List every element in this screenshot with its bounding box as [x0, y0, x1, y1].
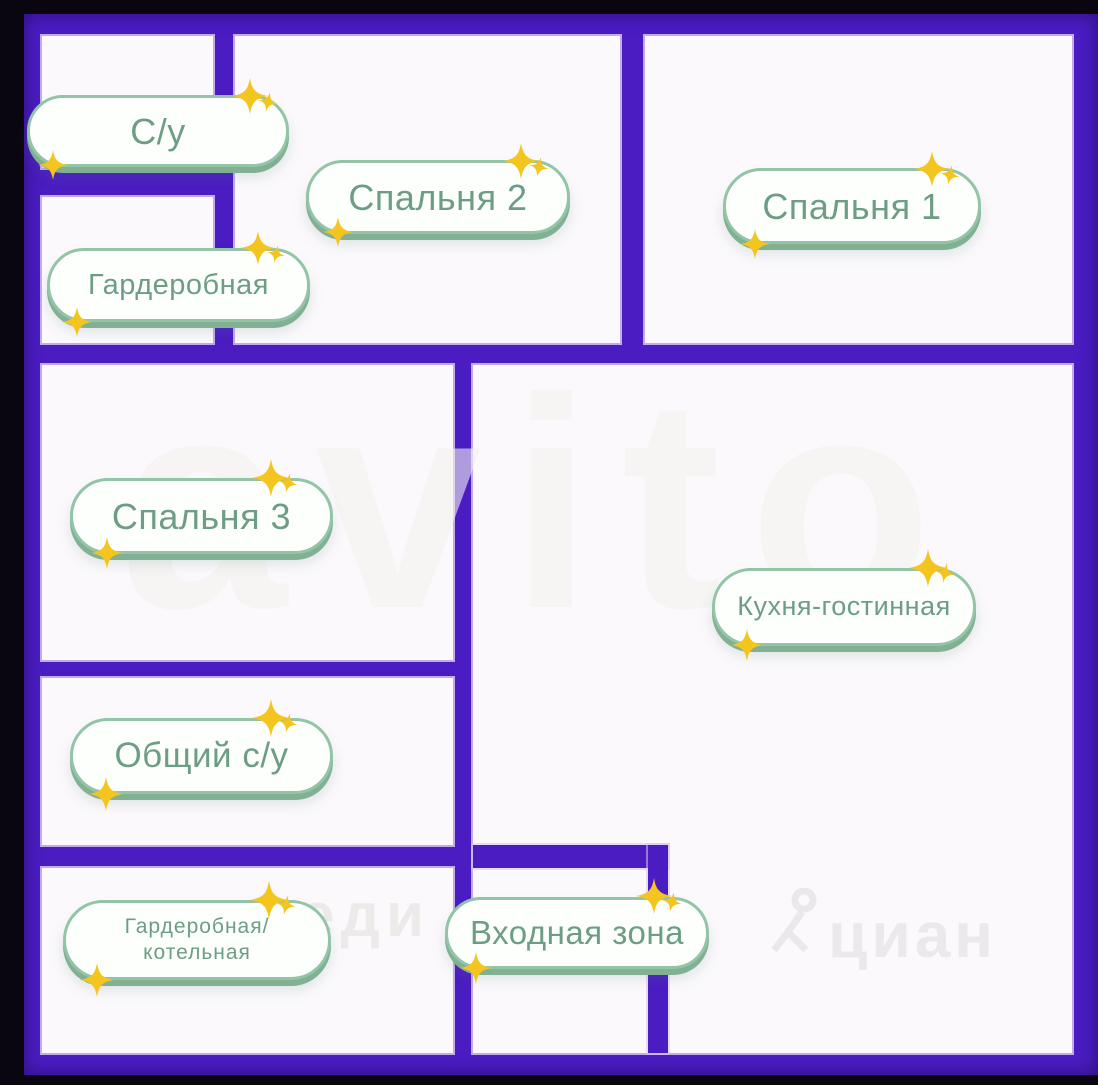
sparkle-icon — [256, 90, 280, 114]
label-wardrobe-boiler-line1: Гардеробная/ — [124, 914, 270, 938]
label-bathroom-text: С/у — [130, 110, 186, 152]
sparkle-icon — [636, 878, 682, 914]
sparkle-icon — [276, 711, 300, 735]
label-wardrobe-boiler: Гардеробная/ котельная — [63, 881, 331, 997]
sparkle-icon — [933, 561, 957, 585]
label-wardrobe-boiler-line2: котельная — [143, 941, 251, 964]
sparkle-icon — [252, 459, 298, 497]
label-kitchen-living-text: Кухня-гостинная — [737, 591, 951, 622]
sparkle-icon — [62, 307, 92, 337]
label-entrance-zone-text: Входная зона — [470, 914, 684, 952]
label-bedroom-3: Спальня 3 — [70, 459, 333, 569]
sparkle-icon — [89, 777, 123, 811]
label-bedroom-1-text: Спальня 1 — [762, 185, 942, 227]
sparkle-icon — [250, 881, 296, 919]
cian-person-icon — [768, 888, 824, 958]
sparkle-icon — [38, 150, 68, 180]
label-bedroom-1: Спальня 1 — [723, 151, 981, 259]
wall-entrance-top — [473, 845, 668, 868]
sparkle-icon — [241, 231, 285, 265]
sparkle-icon — [460, 952, 492, 984]
sparkle-icon — [660, 890, 684, 914]
sparkle-icon — [232, 78, 278, 114]
sparkle-icon — [252, 699, 298, 737]
label-entrance-zone: Входная зона — [445, 878, 709, 984]
sparkle-icon — [938, 163, 962, 187]
sparkle-icon — [731, 629, 763, 661]
label-bedroom-3-text: Спальня 3 — [111, 495, 292, 537]
sparkle-icon — [740, 229, 770, 259]
sparkle-icon — [914, 151, 960, 187]
sparkle-icon — [80, 963, 114, 997]
label-bathroom: С/у — [27, 78, 289, 180]
sparkle-icon — [265, 243, 286, 264]
sparkle-icon — [274, 893, 298, 917]
sparkle-icon — [527, 155, 551, 179]
sparkle-icon — [503, 143, 549, 179]
sparkle-icon — [276, 471, 300, 495]
label-bedroom-2: Спальня 2 — [306, 143, 570, 247]
label-bedroom-2-text: Спальня 2 — [348, 176, 528, 218]
label-kitchen-living: Кухня-гостинная — [712, 549, 976, 661]
sparkle-icon — [909, 549, 955, 587]
label-shared-bathroom: Общий с/у — [70, 699, 333, 811]
label-wardrobe-text: Гардеробная — [88, 268, 269, 301]
sparkle-icon — [323, 217, 353, 247]
label-wardrobe: Гардеробная — [47, 231, 310, 337]
sparkle-icon — [91, 537, 123, 569]
label-shared-bathroom-text: Общий с/у — [114, 736, 289, 776]
